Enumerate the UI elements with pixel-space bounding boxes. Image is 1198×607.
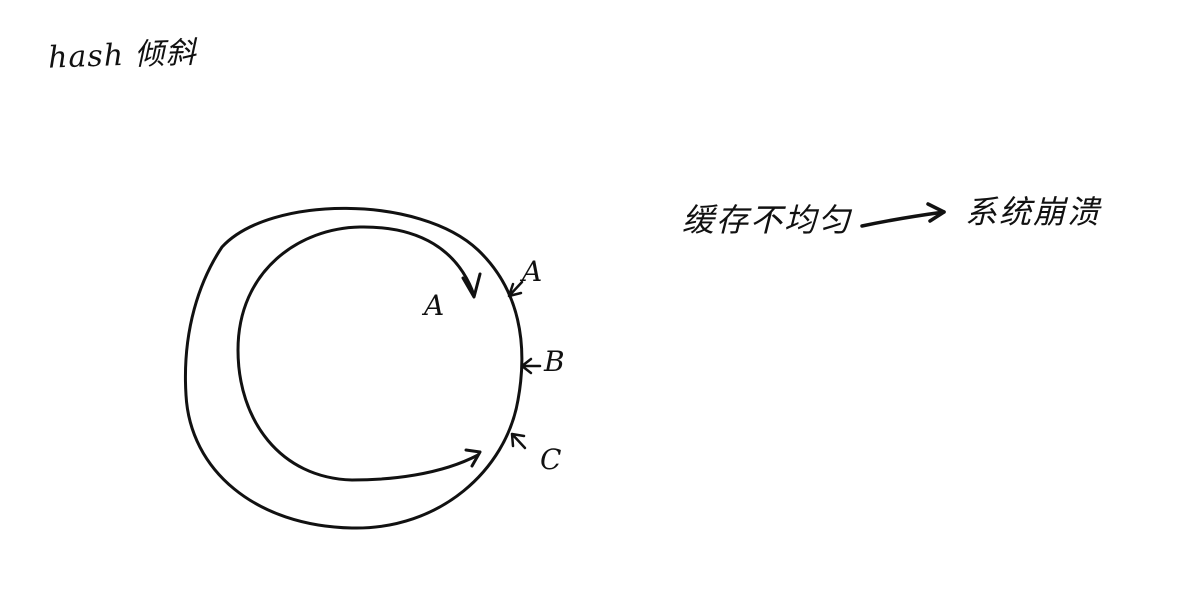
cause-result-arrowhead: [926, 202, 946, 223]
node-b-pointer-icon: [520, 357, 542, 375]
result-text: 系统崩溃: [965, 193, 1102, 231]
cause-result-arrow: [860, 210, 946, 228]
inner-a-label: A: [424, 289, 445, 322]
skew-arrow-path: [236, 225, 480, 482]
hash-ring-circle: [183, 206, 524, 530]
skew-arrowhead-bottom: [464, 448, 482, 468]
node-a-pointer-icon: [507, 280, 524, 298]
cause-text: 缓存不均匀: [682, 201, 853, 239]
skew-arrowhead-top: [461, 272, 482, 299]
node-c-label: C: [540, 443, 562, 476]
node-a-label: A: [522, 255, 543, 288]
node-b-label: B: [544, 345, 565, 378]
node-c-pointer-icon: [510, 432, 527, 450]
